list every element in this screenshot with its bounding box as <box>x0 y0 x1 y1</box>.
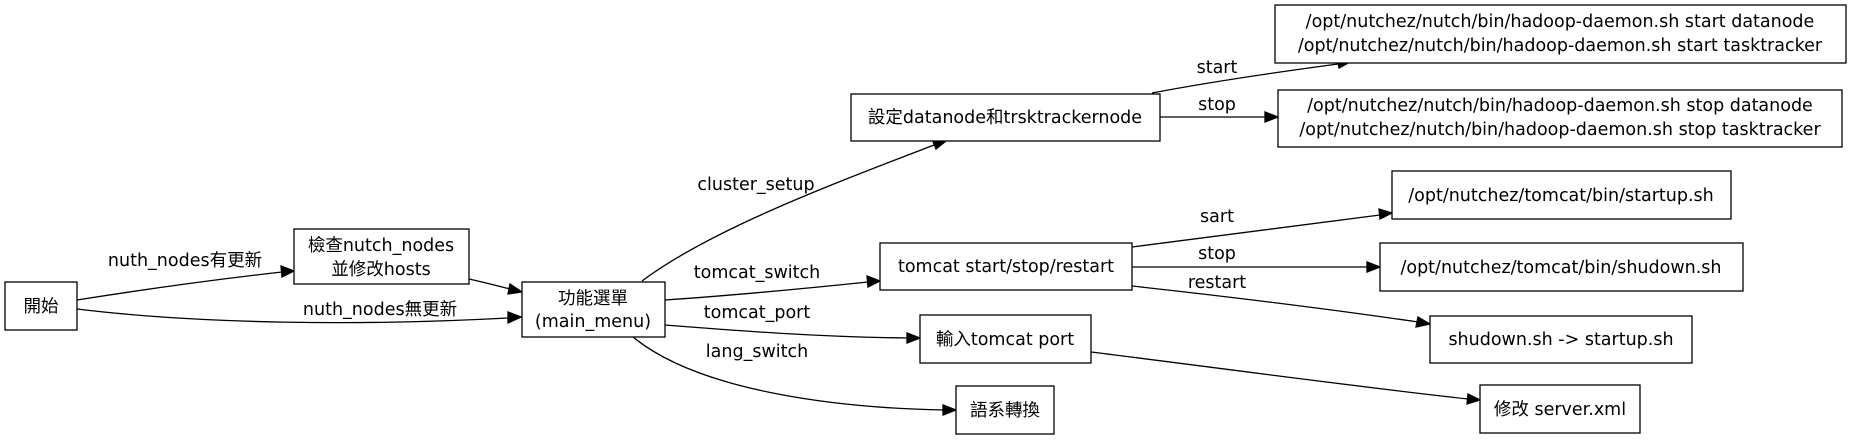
svg-text:輸入tomcat port: 輸入tomcat port <box>936 330 1074 350</box>
svg-text:tomcat_port: tomcat_port <box>704 303 811 323</box>
svg-text:shudown.sh -> startup.sh: shudown.sh -> startup.sh <box>1448 330 1673 350</box>
svg-text:/opt/nutchez/tomcat/bin/startu: /opt/nutchez/tomcat/bin/startup.sh <box>1408 186 1713 206</box>
svg-text:nuth_nodes有更新: nuth_nodes有更新 <box>108 251 262 271</box>
node-tomcat-start-stop-restart: tomcat start/stop/restart <box>879 242 1133 291</box>
edge-label-menu-to-tomcat-switch: tomcat_switch <box>694 263 820 283</box>
edge-label-menu-to-tomcat-port: tomcat_port <box>704 303 811 323</box>
node-server-xml: 修改 server.xml <box>1479 384 1641 434</box>
svg-text:/opt/nutchez/nutch/bin/hadoop-: /opt/nutchez/nutch/bin/hadoop-daemon.sh … <box>1299 120 1821 140</box>
node-tomcat-port: 輸入tomcat port <box>919 314 1092 364</box>
svg-text:功能選單: 功能選單 <box>558 289 628 309</box>
svg-text:(main_menu): (main_menu) <box>535 312 651 332</box>
node-check-nutch-nodes: 檢查nutch_nodes 並修改hosts <box>293 228 470 285</box>
edge-menu-to-lang <box>632 336 958 416</box>
svg-text:tomcat start/stop/restart: tomcat start/stop/restart <box>898 257 1114 277</box>
edge-label-cluster-start: start <box>1197 58 1238 78</box>
edge-label-tomcat-stop: stop <box>1198 244 1236 264</box>
svg-text:並修改hosts: 並修改hosts <box>331 260 430 280</box>
edge-label-tomcat-sart: sart <box>1200 207 1234 227</box>
edge-tomcat-stop <box>1132 261 1382 273</box>
edge-menu-to-tomcat-switch <box>664 275 882 301</box>
svg-text:lang_switch: lang_switch <box>706 342 808 362</box>
edge-tomcat-sart <box>1131 208 1394 248</box>
node-hadoop-start: /opt/nutchez/nutch/bin/hadoop-daemon.sh … <box>1274 4 1847 64</box>
edge-label-start-to-check: nuth_nodes有更新 <box>108 251 262 271</box>
edge-start-to-check <box>76 265 296 301</box>
svg-text:設定datanode和trsktrackernode: 設定datanode和trsktrackernode <box>868 108 1142 128</box>
node-tomcat-shutdown: /opt/nutchez/tomcat/bin/shudown.sh <box>1379 242 1744 292</box>
svg-text:stop: stop <box>1198 95 1236 115</box>
svg-text:檢查nutch_nodes: 檢查nutch_nodes <box>308 236 454 256</box>
svg-text:/opt/nutchez/tomcat/bin/shudow: /opt/nutchez/tomcat/bin/shudown.sh <box>1400 258 1721 278</box>
svg-text:修改 server.xml: 修改 server.xml <box>1494 400 1626 420</box>
edge-start-to-menu <box>76 308 523 325</box>
svg-text:開始: 開始 <box>24 297 59 317</box>
node-start: 開始 <box>4 281 78 331</box>
svg-text:stop: stop <box>1198 244 1236 264</box>
edge-label-menu-to-lang: lang_switch <box>706 342 808 362</box>
node-lang-switch: 語系轉換 <box>955 385 1055 435</box>
node-set-datanode: 設定datanode和trsktrackernode <box>850 93 1161 142</box>
node-main-menu: 功能選單 (main_menu) <box>521 281 666 338</box>
svg-text:cluster_setup: cluster_setup <box>697 175 814 195</box>
edge-label-cluster-stop: stop <box>1198 95 1236 115</box>
svg-text:nuth_nodes無更新: nuth_nodes無更新 <box>303 300 457 320</box>
svg-text:語系轉換: 語系轉換 <box>970 401 1040 421</box>
node-hadoop-stop: /opt/nutchez/nutch/bin/hadoop-daemon.sh … <box>1277 89 1843 148</box>
edge-tomcat-restart <box>1131 285 1432 328</box>
edge-check-to-menu <box>468 278 524 295</box>
node-tomcat-startup: /opt/nutchez/tomcat/bin/startup.sh <box>1391 170 1732 220</box>
edge-label-menu-to-cluster: cluster_setup <box>697 175 814 195</box>
svg-text:/opt/nutchez/nutch/bin/hadoop-: /opt/nutchez/nutch/bin/hadoop-daemon.sh … <box>1298 36 1823 56</box>
svg-text:sart: sart <box>1200 207 1234 227</box>
node-tomcat-restart: shudown.sh -> startup.sh <box>1429 315 1693 364</box>
edge-cluster-stop <box>1160 111 1280 123</box>
edge-label-start-to-menu: nuth_nodes無更新 <box>303 300 457 320</box>
edge-port-to-server-xml <box>1090 351 1482 405</box>
svg-text:tomcat_switch: tomcat_switch <box>694 263 820 283</box>
svg-text:restart: restart <box>1188 273 1246 293</box>
svg-text:/opt/nutchez/nutch/bin/hadoop-: /opt/nutchez/nutch/bin/hadoop-daemon.sh … <box>1306 12 1815 32</box>
edge-label-tomcat-restart: restart <box>1188 273 1246 293</box>
edge-menu-to-tomcat-port <box>664 324 922 344</box>
svg-text:start: start <box>1197 58 1238 78</box>
svg-text:/opt/nutchez/nutch/bin/hadoop-: /opt/nutchez/nutch/bin/hadoop-daemon.sh … <box>1307 96 1813 116</box>
